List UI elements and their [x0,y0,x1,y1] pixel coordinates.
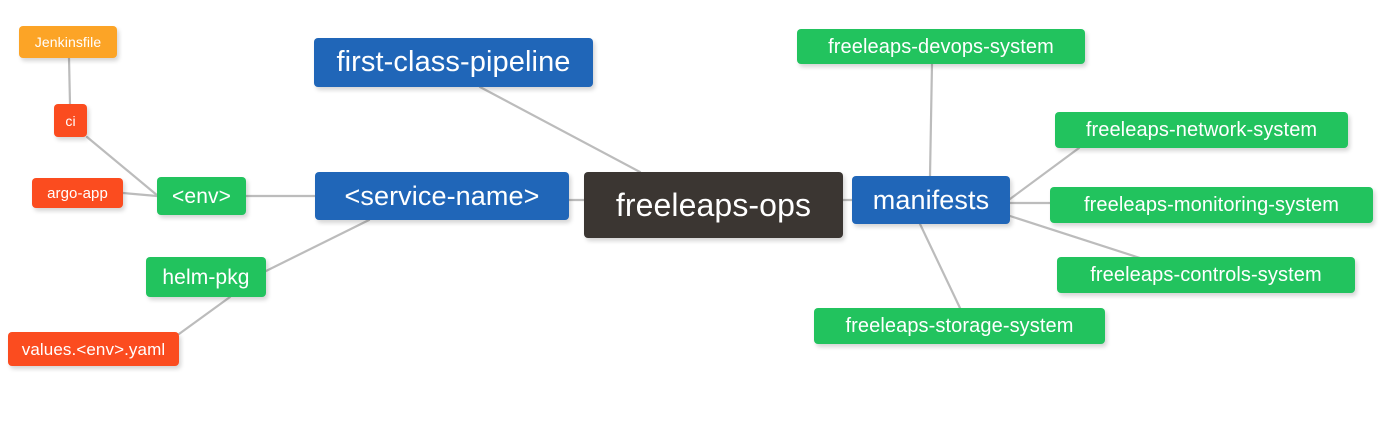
node-first-class-pipeline[interactable]: first-class-pipeline [314,38,593,87]
node-label-ci: ci [65,112,76,129]
node-freeleaps-network-system[interactable]: freeleaps-network-system [1055,112,1348,148]
node-label-env: <env> [172,184,231,208]
edge-manifests-devops [928,62,934,178]
node-label-manifests: manifests [872,184,990,215]
edge-helmpkg-servicename [264,218,371,273]
node-label-freeleaps-controls-system: freeleaps-controls-system [1090,264,1322,286]
node-label-helm-pkg: helm-pkg [162,265,250,289]
node-label-service-name: <service-name> [344,180,540,211]
node-freeleaps-storage-system[interactable]: freeleaps-storage-system [814,308,1105,344]
node-label-first-class-pipeline: first-class-pipeline [336,46,571,78]
edge-jenkinsfile-ci [67,56,72,106]
node-label-freeleaps-network-system: freeleaps-network-system [1085,119,1318,141]
node-freeleaps-controls-system[interactable]: freeleaps-controls-system [1057,257,1355,293]
node-freeleaps-ops[interactable]: freeleaps-ops [584,172,843,238]
edge-valuesyaml-helmpkg [177,295,232,336]
node-helm-pkg[interactable]: helm-pkg [146,257,266,297]
node-label-freeleaps-ops: freeleaps-ops [615,187,812,223]
node-env[interactable]: <env> [157,177,246,215]
edge-manifests-storage [918,222,962,310]
node-label-freeleaps-monitoring-system: freeleaps-monitoring-system [1083,194,1339,216]
node-manifests[interactable]: manifests [852,176,1010,224]
node-label-values-yaml: values.<env>.yaml [21,339,166,359]
node-ci[interactable]: ci [54,104,87,137]
node-service-name[interactable]: <service-name> [315,172,569,220]
node-label-freeleaps-devops-system: freeleaps-devops-system [828,35,1054,58]
edge-argoapp-env [121,191,159,198]
node-jenkinsfile[interactable]: Jenkinsfile [19,26,117,58]
edge-pipeline-ops [478,85,642,174]
node-label-argo-app: argo-app [47,184,108,202]
node-label-jenkinsfile: Jenkinsfile [34,34,102,50]
node-freeleaps-monitoring-system[interactable]: freeleaps-monitoring-system [1050,187,1373,223]
node-label-freeleaps-storage-system: freeleaps-storage-system [845,315,1074,337]
node-values-yaml[interactable]: values.<env>.yaml [8,332,179,366]
node-argo-app[interactable]: argo-app [32,178,123,208]
node-freeleaps-devops-system[interactable]: freeleaps-devops-system [797,29,1085,64]
